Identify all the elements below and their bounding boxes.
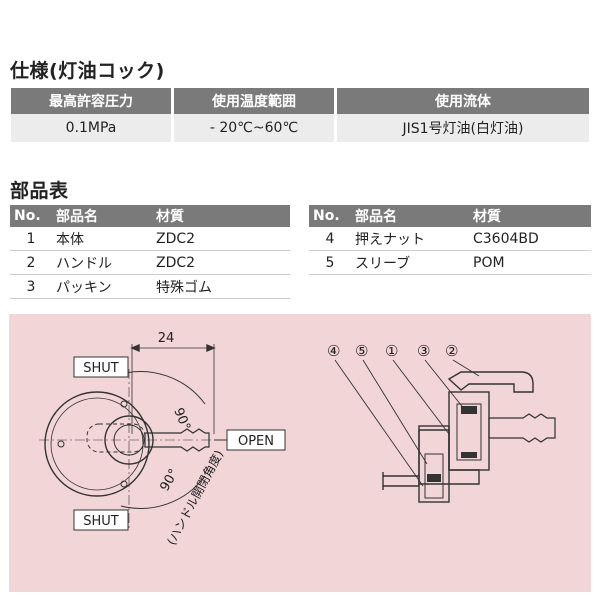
part-no: 3 (10, 274, 52, 299)
callout-4: ④ (327, 342, 340, 360)
dimension-label: 24 (158, 331, 175, 346)
part-name: 本体 (52, 227, 152, 251)
table-row: 3 パッキン 特殊ゴム (10, 274, 290, 299)
spec-value-pressure: 0.1MPa (11, 114, 171, 142)
open-box (226, 429, 286, 451)
parts-header-material: 材質 (152, 205, 290, 227)
shut-top-label: SHUT (83, 361, 119, 376)
part-name: パッキン (52, 274, 152, 299)
spec-header-fluid: 使用流体 (337, 88, 589, 114)
parts-header-no: No. (10, 205, 52, 227)
parts-header-no: No. (309, 205, 351, 227)
part-material: POM (469, 250, 591, 275)
part-material: C3604BD (469, 227, 591, 251)
callout-5: ⑤ (355, 342, 368, 360)
parts-table-right: No. 部品名 材質 4 押えナット C3604BD 5 スリーブ POM (309, 205, 591, 275)
spec-value-temperature: - 20℃~60℃ (174, 114, 334, 142)
handle-angle-note: (ハンドル開閉角度) (163, 447, 226, 547)
spec-header-pressure: 最高許容圧力 (11, 88, 171, 114)
part-no: 1 (10, 227, 52, 251)
part-material: ZDC2 (152, 250, 290, 275)
parts-header-name: 部品名 (351, 205, 469, 227)
table-row: 2 ハンドル ZDC2 (10, 250, 290, 275)
technical-drawing: 24 SHUT OPEN SHUT 90° 90° (ハンドル開閉角度) (9, 314, 591, 592)
part-no: 2 (10, 250, 52, 275)
shut-top-box (73, 356, 129, 378)
table-row: 5 スリーブ POM (309, 250, 591, 275)
shut-bottom-label: SHUT (83, 514, 119, 529)
open-label: OPEN (238, 434, 274, 449)
leader-lines (334, 359, 480, 487)
part-material: 特殊ゴム (152, 274, 290, 299)
part-material: ZDC2 (152, 227, 290, 251)
part-no: 4 (309, 227, 351, 251)
angle-top-label: 90° (170, 406, 193, 433)
drawing-svg: 24 SHUT OPEN SHUT 90° 90° (ハンドル開閉角度) (39, 331, 556, 547)
callouts: ④ ⑤ ① ③ ② (327, 342, 458, 360)
part-name: スリーブ (351, 250, 469, 275)
spec-title: 仕様(灯油コック) (10, 60, 165, 82)
spec-header-temperature: 使用温度範囲 (174, 88, 334, 114)
table-row: 1 本体 ZDC2 (10, 227, 290, 251)
parts-title: 部品表 (10, 180, 69, 202)
part-name: 押えナット (351, 227, 469, 251)
shut-bottom-box (73, 509, 129, 531)
angle-bottom-label: 90° (157, 467, 182, 494)
parts-table-left: No. 部品名 材質 1 本体 ZDC2 2 ハンドル ZDC2 3 パッキン … (10, 205, 290, 299)
callout-3: ③ (417, 342, 430, 360)
spec-table: 最高許容圧力 使用温度範囲 使用流体 0.1MPa - 20℃~60℃ JIS1… (8, 88, 592, 142)
table-row: 4 押えナット C3604BD (309, 227, 591, 251)
parts-header-name: 部品名 (52, 205, 152, 227)
part-no: 5 (309, 250, 351, 275)
section-view (382, 371, 556, 503)
part-name: ハンドル (52, 250, 152, 275)
callout-1: ① (385, 342, 398, 360)
spec-value-fluid: JIS1号灯油(白灯油) (337, 114, 589, 142)
front-view (39, 343, 227, 529)
callout-2: ② (445, 342, 458, 360)
parts-header-material: 材質 (469, 205, 591, 227)
